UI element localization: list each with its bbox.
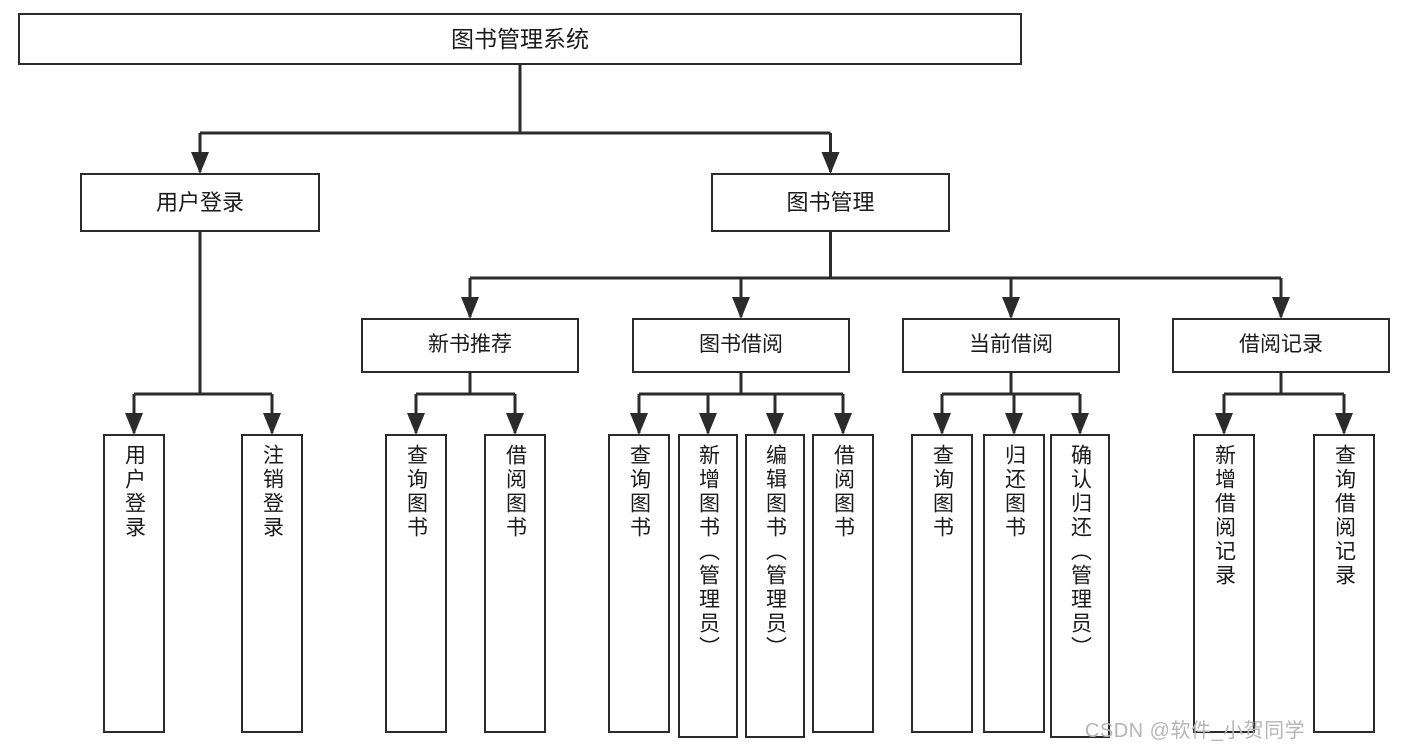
node-label: 查询图书 [930, 444, 954, 540]
node-label: 借阅图书 [503, 444, 527, 540]
arrowhead [191, 152, 209, 174]
node-borrow[interactable]: 图书借阅 [632, 318, 850, 373]
node-l10[interactable]: 归还图书 [983, 434, 1045, 733]
node-label: 图书管理系统 [451, 25, 589, 52]
node-label: 新增借阅记录 [1212, 444, 1236, 588]
node-l8[interactable]: 借阅图书 [812, 434, 874, 733]
node-label: 当前借阅 [969, 333, 1053, 357]
node-records[interactable]: 借阅记录 [1172, 318, 1390, 373]
arrowhead [732, 297, 750, 319]
node-label: 图书借阅 [699, 333, 783, 357]
arrowhead [834, 413, 852, 435]
node-label: 新增图书（管理员） [696, 444, 720, 660]
node-l3[interactable]: 查询图书 [385, 434, 447, 733]
node-bookmgmt[interactable]: 图书管理 [711, 173, 950, 232]
node-l12[interactable]: 新增借阅记录 [1193, 434, 1255, 733]
node-label: 图书管理 [786, 189, 875, 215]
node-l5[interactable]: 查询图书 [608, 434, 670, 733]
arrowhead [263, 413, 281, 435]
arrowhead [1272, 297, 1290, 319]
node-label: 查询图书 [404, 444, 428, 540]
arrowhead [125, 413, 143, 435]
node-label: 注销登录 [260, 444, 284, 540]
arrowhead [1002, 297, 1020, 319]
arrowhead [933, 413, 951, 435]
arrowhead [766, 413, 784, 435]
node-l2[interactable]: 注销登录 [241, 434, 303, 733]
node-label: 借阅记录 [1239, 333, 1323, 357]
arrowhead [407, 413, 425, 435]
node-label: 确认归还（管理员） [1068, 444, 1092, 660]
watermark-label: CSDN @软件_小贺同学 [1084, 720, 1306, 742]
node-login[interactable]: 用户登录 [80, 173, 320, 232]
arrowhead [506, 413, 524, 435]
node-root[interactable]: 图书管理系统 [18, 13, 1022, 65]
node-label: 用户登录 [122, 444, 146, 540]
node-l11[interactable]: 确认归还（管理员） [1050, 434, 1110, 738]
node-current[interactable]: 当前借阅 [902, 318, 1120, 373]
arrowhead [821, 152, 840, 174]
arrowhead [1215, 413, 1233, 435]
arrowhead [1335, 413, 1353, 435]
arrowhead [699, 413, 717, 435]
node-label: 归还图书 [1002, 444, 1026, 540]
node-label: 查询借阅记录 [1332, 444, 1356, 588]
node-l9[interactable]: 查询图书 [911, 434, 973, 733]
arrowhead [461, 297, 479, 319]
node-label: 编辑图书（管理员） [763, 444, 787, 660]
arrowhead [630, 413, 648, 435]
node-l6[interactable]: 新增图书（管理员） [678, 434, 738, 738]
arrowhead [1071, 413, 1089, 435]
arrowhead [1005, 413, 1023, 435]
node-label: 查询图书 [627, 444, 651, 540]
node-l1[interactable]: 用户登录 [103, 434, 165, 733]
node-newbook[interactable]: 新书推荐 [361, 318, 579, 373]
node-label: 用户登录 [155, 189, 244, 215]
node-label: 新书推荐 [428, 333, 512, 357]
node-l4[interactable]: 借阅图书 [484, 434, 546, 733]
node-label: 借阅图书 [831, 444, 855, 540]
node-l13[interactable]: 查询借阅记录 [1313, 434, 1375, 733]
node-l7[interactable]: 编辑图书（管理员） [745, 434, 805, 738]
